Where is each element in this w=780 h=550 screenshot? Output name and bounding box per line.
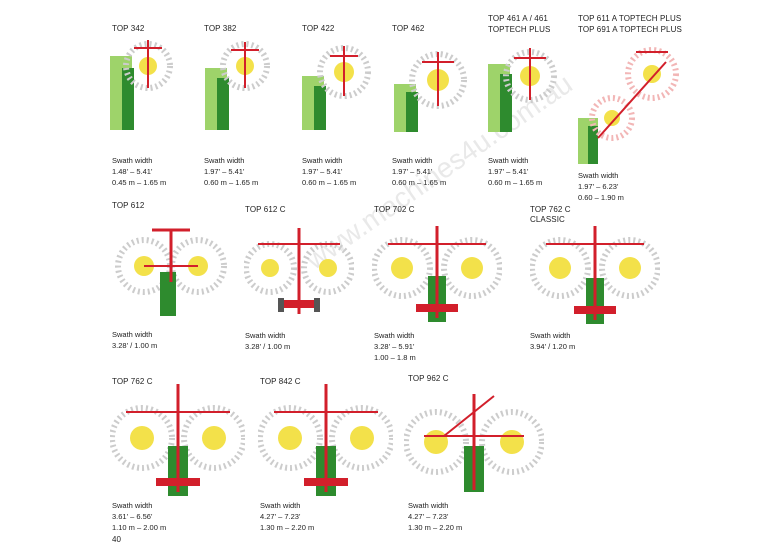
- swath-metric: 1.30 m – 2.20 m: [260, 523, 315, 532]
- swath-metric: 1.10 m – 2.00 m: [112, 523, 167, 532]
- swath-label: Swath width: [260, 501, 301, 510]
- model-title: TOP 762 C: [530, 205, 571, 214]
- model-title: TOP 422: [302, 24, 335, 33]
- twin-rake-diagram: [372, 226, 502, 322]
- swath-metric: 0.60 m – 1.65 m: [488, 178, 543, 187]
- model-title: TOP 762 C: [112, 377, 153, 386]
- swath-label: Swath width: [408, 501, 449, 510]
- single-rake-diagram: [394, 51, 467, 132]
- swath-label: Swath width: [302, 156, 343, 165]
- model-title-line2: TOPTECH PLUS: [488, 25, 551, 34]
- model-title: TOP 702 C: [374, 205, 415, 214]
- model-title: TOP 842 C: [260, 377, 301, 386]
- swath-feet: 1.97' – 5.41': [204, 167, 245, 176]
- twin-rake-diagram: [258, 384, 393, 496]
- model-title: TOP 382: [204, 24, 237, 33]
- model-title-line2: CLASSIC: [530, 215, 565, 224]
- single-rake-diagram: [110, 40, 173, 130]
- twin-rake-diagram: [244, 228, 354, 314]
- swath-metric: 1.30 m – 2.20 m: [408, 523, 463, 532]
- swath-feet: 4.27' – 7.23': [260, 512, 301, 521]
- swath-label: Swath width: [578, 171, 619, 180]
- swath-metric: 0.45 m – 1.65 m: [112, 178, 167, 187]
- twin-rake-diagram: [115, 228, 227, 316]
- swath-label: Swath width: [488, 156, 529, 165]
- single-rake-diagram: [302, 45, 371, 130]
- swath-feet: 1.48' – 5.41': [112, 167, 153, 176]
- swath-label: Swath width: [112, 330, 153, 339]
- swath-feet: 1.97' – 5.41': [302, 167, 343, 176]
- swath-feet: 1.97' – 5.41': [392, 167, 433, 176]
- swath-feet: 1.97' – 5.41': [488, 167, 529, 176]
- single-rake-diagram: [488, 48, 557, 132]
- model-title-line2: TOP 691 A TOPTECH PLUS: [578, 25, 682, 34]
- twin-rake-diagram: [530, 226, 660, 324]
- model-title: TOP 612: [112, 201, 145, 210]
- swath-metric: 0.60 m – 1.65 m: [302, 178, 357, 187]
- swath-label: Swath width: [392, 156, 433, 165]
- swath-feet: 3.94' / 1.20 m: [530, 342, 576, 351]
- twin-rake-diagram: [404, 394, 544, 492]
- model-title: TOP 461 A / 461: [488, 14, 548, 23]
- swath-feet: 3.28' / 1.00 m: [245, 342, 291, 351]
- swath-label: Swath width: [245, 331, 286, 340]
- model-title: TOP 611 A TOPTECH PLUS: [578, 14, 682, 23]
- swath-feet: 3.61' – 6.56': [112, 512, 153, 521]
- model-title: TOP 962 C: [408, 374, 449, 383]
- model-title: TOP 462: [392, 24, 425, 33]
- swath-feet: 1.97' – 6.23': [578, 182, 619, 191]
- swath-label: Swath width: [374, 331, 415, 340]
- model-title: TOP 612 C: [245, 205, 286, 214]
- swath-metric: 0.60 – 1.90 m: [578, 193, 624, 202]
- model-title: TOP 342: [112, 24, 145, 33]
- swath-metric: 0.60 m – 1.65 m: [204, 178, 259, 187]
- double-rake-diagram: [578, 47, 679, 164]
- twin-rake-diagram: [110, 384, 245, 496]
- page-number: 40: [112, 535, 121, 544]
- swath-metric: 0.60 m – 1.65 m: [392, 178, 447, 187]
- swath-metric: 1.00 – 1.8 m: [374, 353, 416, 362]
- single-rake-diagram: [205, 41, 270, 130]
- swath-label: Swath width: [530, 331, 571, 340]
- swath-feet: 3.28' / 1.00 m: [112, 341, 158, 350]
- swath-feet: 3.28' – 5.91': [374, 342, 415, 351]
- swath-feet: 4.27' – 7.23': [408, 512, 449, 521]
- swath-label: Swath width: [112, 501, 153, 510]
- swath-label: Swath width: [204, 156, 245, 165]
- swath-label: Swath width: [112, 156, 153, 165]
